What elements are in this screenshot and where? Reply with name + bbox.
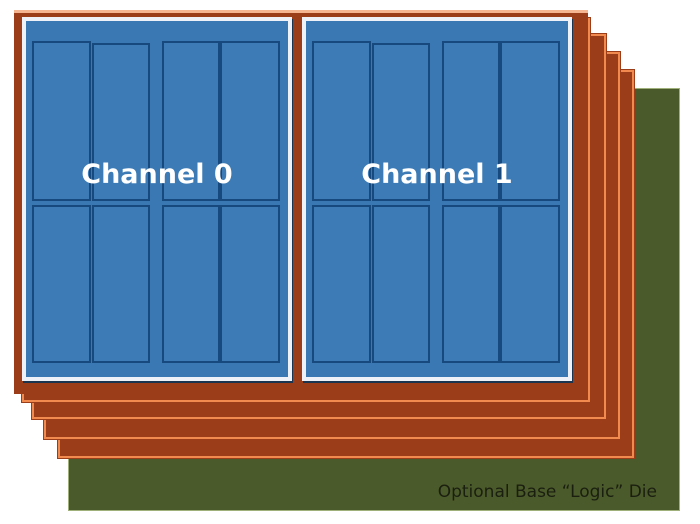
- bank: [92, 43, 150, 201]
- bank: [312, 41, 371, 201]
- bank: [32, 205, 91, 363]
- dram-layer-top: Channel 0 Channel 1: [14, 10, 588, 394]
- bank: [220, 41, 280, 201]
- bank: [32, 41, 91, 201]
- bank: [312, 205, 371, 363]
- bank: [500, 41, 560, 201]
- bank: [372, 43, 430, 201]
- bank: [500, 205, 560, 363]
- bank: [372, 205, 430, 363]
- bank: [92, 205, 150, 363]
- bank: [442, 205, 500, 363]
- bank: [220, 205, 280, 363]
- channel-1: Channel 1: [302, 17, 572, 381]
- bank: [162, 41, 220, 201]
- channel-0: Channel 0: [22, 17, 292, 381]
- channel-0-label: Channel 0: [81, 159, 233, 190]
- base-die-label: Optional Base “Logic” Die: [437, 482, 657, 502]
- bank: [442, 41, 500, 201]
- channel-1-label: Channel 1: [361, 159, 513, 190]
- bank: [162, 205, 220, 363]
